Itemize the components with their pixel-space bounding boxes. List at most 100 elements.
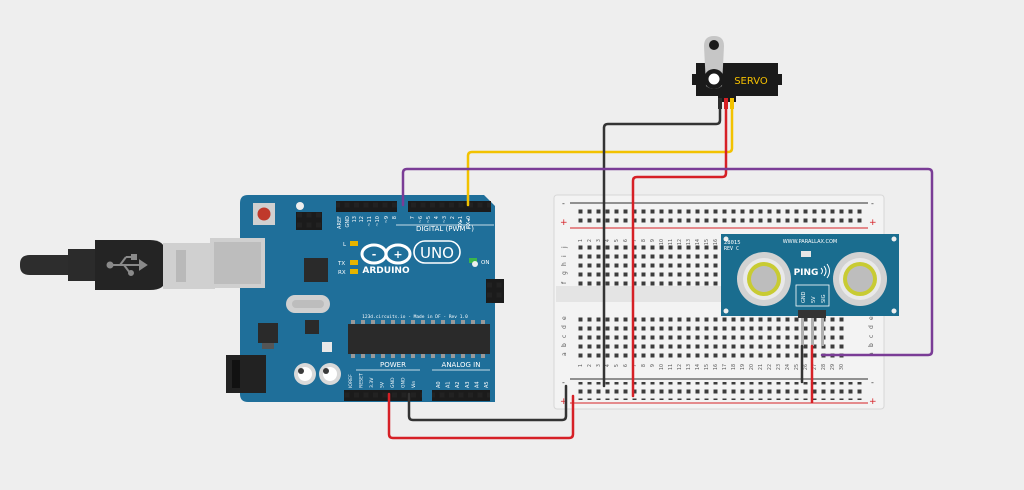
wire-arduino-gnd[interactable] bbox=[407, 384, 568, 422]
servo-label: SERVO bbox=[734, 76, 768, 87]
chip-pin bbox=[461, 320, 465, 324]
power-pin-label: 3.3V bbox=[369, 377, 375, 388]
row-letter: f bbox=[561, 281, 568, 284]
digital-pin-label: ~9 bbox=[384, 216, 390, 223]
sensor-pin-box bbox=[795, 284, 830, 307]
led-tx bbox=[350, 260, 358, 265]
sensor-pin-label: SIG bbox=[821, 294, 827, 303]
analog-pin-label: A4 bbox=[474, 381, 480, 388]
chip-pin bbox=[401, 354, 405, 358]
digital-pin-label: RX◂0 bbox=[466, 216, 472, 229]
chip-pin bbox=[471, 320, 475, 324]
usb-chip bbox=[304, 258, 328, 282]
column-number: 13 bbox=[686, 364, 692, 370]
top-rail-holes bbox=[574, 206, 864, 224]
wire-arduino-5v[interactable] bbox=[387, 392, 575, 440]
led-tx-label: TX bbox=[337, 261, 345, 267]
servo-horn-icon bbox=[704, 36, 724, 89]
column-number: 12 bbox=[677, 364, 683, 370]
digital-pin-label: ~5 bbox=[426, 216, 432, 223]
svg-text:+: + bbox=[393, 248, 402, 261]
digital-pin-label: ~6 bbox=[418, 216, 424, 223]
rail-bottom-negative-sign-right: - bbox=[871, 378, 874, 387]
sensor-website: WWW.PARALLAX.COM bbox=[783, 239, 838, 245]
digital-pin-label: ~3 bbox=[442, 216, 448, 223]
column-number: 11 bbox=[668, 364, 674, 370]
row-letter: g bbox=[561, 271, 568, 275]
column-number: 5 bbox=[614, 239, 620, 242]
board-footer-text: 123d.circuits.io - Made in DF - Rev 1.0 bbox=[362, 314, 468, 320]
wires bbox=[387, 107, 934, 440]
uno-badge bbox=[413, 240, 461, 264]
column-number: 1 bbox=[578, 239, 584, 242]
chip-pin bbox=[391, 354, 395, 358]
digital-pin-label: GND bbox=[345, 216, 351, 228]
column-number: 26 bbox=[803, 364, 809, 370]
chip-pin bbox=[421, 354, 425, 358]
row-letter: b bbox=[561, 343, 568, 347]
transducer-right bbox=[833, 252, 887, 306]
rail-bottom-positive-sign: + bbox=[560, 397, 568, 407]
led-l bbox=[350, 241, 358, 246]
chip-pin bbox=[441, 354, 445, 358]
chip-pin bbox=[371, 320, 375, 324]
chip-pin bbox=[421, 320, 425, 324]
column-number: 17 bbox=[722, 364, 728, 370]
rail-bottom-positive-sign-right: + bbox=[869, 397, 877, 407]
analog-pin-label: A2 bbox=[455, 381, 461, 388]
wire-sensor-signal[interactable] bbox=[401, 167, 934, 357]
servo-lead-black bbox=[718, 98, 722, 109]
column-number: 15 bbox=[704, 239, 710, 245]
power-label: POWER bbox=[380, 361, 406, 369]
chip-pin bbox=[471, 354, 475, 358]
column-number: 1 bbox=[578, 364, 584, 367]
digital-pin-label: 8 bbox=[392, 216, 398, 219]
column-number: 12 bbox=[677, 239, 683, 245]
usb-plug-metal bbox=[163, 243, 215, 289]
servo-motor[interactable]: SERVO bbox=[692, 36, 782, 109]
wire-servo-ground[interactable] bbox=[602, 107, 722, 388]
usb-cable bbox=[20, 240, 215, 290]
column-number: 10 bbox=[659, 364, 665, 370]
capacitor-left bbox=[294, 363, 316, 385]
column-number: 8 bbox=[641, 364, 647, 367]
chip-pin bbox=[481, 354, 485, 358]
rail-bottom-negative-sign: - bbox=[562, 378, 565, 387]
column-number: 6 bbox=[623, 239, 629, 242]
uno-model-label: UNO bbox=[420, 244, 454, 262]
row-letter: j bbox=[561, 246, 568, 249]
chip-pin bbox=[441, 320, 445, 324]
column-number: 11 bbox=[668, 239, 674, 245]
column-number: 14 bbox=[695, 239, 701, 245]
column-number: 14 bbox=[695, 364, 701, 370]
column-number: 16 bbox=[713, 239, 719, 245]
column-number: 2 bbox=[587, 239, 593, 242]
rail-top-negative-sign: - bbox=[562, 199, 565, 208]
sensor-header bbox=[798, 310, 826, 318]
wire-servo-power[interactable] bbox=[631, 107, 728, 398]
led-rx bbox=[350, 269, 358, 274]
column-number: 10 bbox=[659, 239, 665, 245]
chip-pin bbox=[481, 320, 485, 324]
capacitor-right bbox=[319, 363, 341, 385]
led-rx-label: RX bbox=[338, 270, 346, 276]
row-letter: h bbox=[561, 262, 568, 266]
digital-pin-label: AREF bbox=[337, 216, 343, 229]
column-number: 18 bbox=[731, 364, 737, 370]
row-letter: c bbox=[868, 335, 875, 338]
small-chip bbox=[305, 320, 319, 334]
reset-button[interactable] bbox=[253, 203, 275, 225]
row-letter: i bbox=[561, 255, 568, 257]
rail-top-positive-sign-right: + bbox=[869, 218, 877, 228]
chip-pins bbox=[351, 320, 485, 358]
row-letter: e bbox=[868, 316, 875, 320]
row-letter: c bbox=[561, 335, 568, 338]
wire-servo-signal[interactable] bbox=[466, 107, 734, 207]
rail-top-positive-sign: + bbox=[560, 218, 568, 228]
arduino-brand-label: ARDUINO bbox=[362, 266, 410, 276]
power-pin-label: 5V bbox=[380, 381, 386, 388]
